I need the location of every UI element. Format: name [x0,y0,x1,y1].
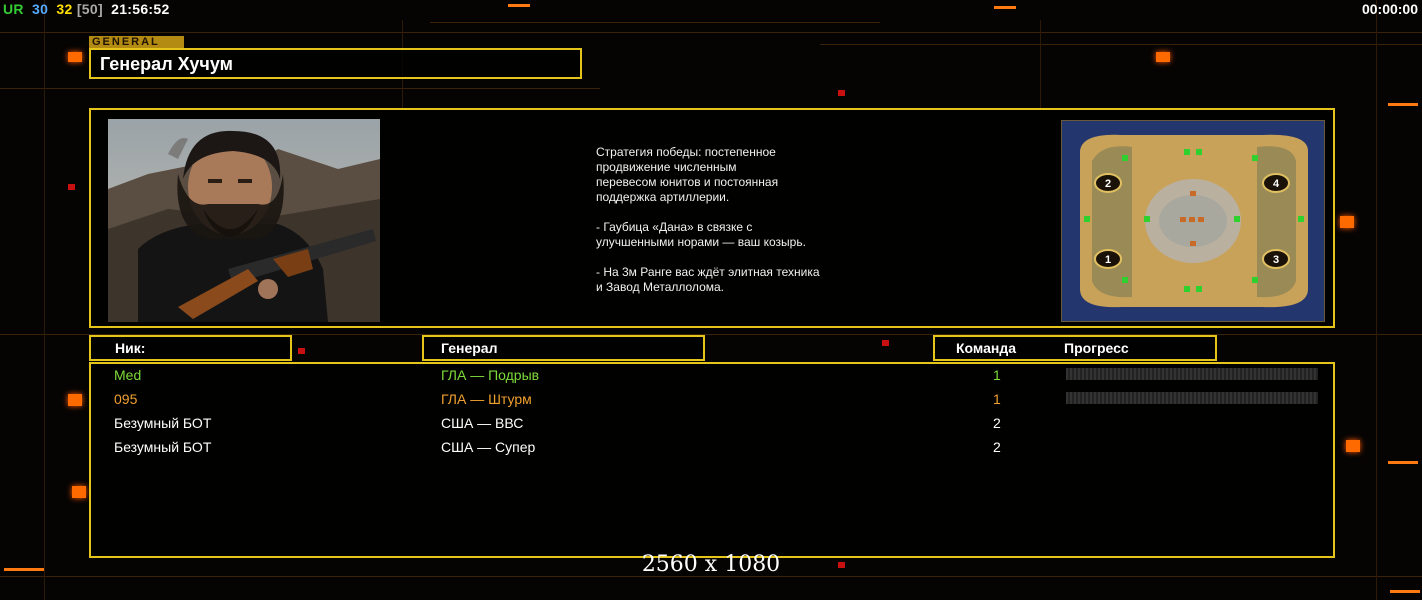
hud-value-2: 32 [56,1,73,17]
player-progress-bar [1066,368,1318,380]
progress-header-label: Прогресс [1064,340,1129,356]
general-portrait [108,119,380,322]
player-row: Безумный БОТ США — ВВС 2 [91,412,1333,436]
player-nick: 095 [114,391,138,407]
spawn-marker: 4 [1262,173,1290,193]
strategy-description: Стратегия победы: постепенное продвижени… [596,145,820,294]
player-general: США — Супер [441,439,536,455]
player-row: Med ГЛА — Подрыв 1 [91,364,1333,388]
general-name: Генерал Хучум [100,54,233,74]
spawn-label: 2 [1105,178,1111,190]
nick-header: Ник: [89,335,292,361]
game-timer: 00:00:00 [1361,1,1418,17]
player-team: 1 [993,367,1001,383]
player-row: 095 ГЛА — Штурм 1 [91,388,1333,412]
player-row: Безумный БОТ США — Супер 2 [91,436,1333,460]
player-nick: Med [114,367,142,383]
spawn-label: 1 [1105,254,1111,266]
map-preview: 1 2 3 4 [1061,120,1325,322]
hud-stats: UR 30 32 [50] 21:56:52 [3,1,174,17]
player-general: ГЛА — Подрыв [441,367,540,383]
nick-header-label: Ник: [115,340,146,356]
spawn-marker: 3 [1262,249,1290,269]
general-tag: GENERAL [89,36,184,48]
general-header: Генерал [422,335,705,361]
spawn-label: 3 [1273,254,1279,266]
player-team: 1 [993,391,1001,407]
resolution-label: 2560 x 1080 [641,552,781,577]
player-nick: Безумный БОТ [114,415,212,431]
player-nick: Безумный БОТ [114,439,212,455]
team-progress-header: Команда Прогресс [933,335,1217,361]
general-header-label: Генерал [441,340,498,356]
player-general: США — ВВС [441,415,524,431]
player-general: ГЛА — Штурм [441,391,532,407]
spawn-marker: 2 [1094,173,1122,193]
hud-ur: UR [3,1,24,17]
player-progress-bar [1066,392,1318,404]
player-team: 2 [993,415,1001,431]
general-title-box: Генерал Хучум [89,48,582,79]
team-header-label: Команда [956,340,1016,356]
hud-value-1: 30 [32,1,49,17]
player-team: 2 [993,439,1001,455]
spawn-label: 4 [1273,178,1280,190]
hud-value-3: [50] [76,1,103,17]
spawn-marker: 1 [1094,249,1122,269]
hud-clock: 21:56:52 [111,1,170,17]
general-info-panel: Стратегия победы: постепенное продвижени… [89,108,1335,328]
